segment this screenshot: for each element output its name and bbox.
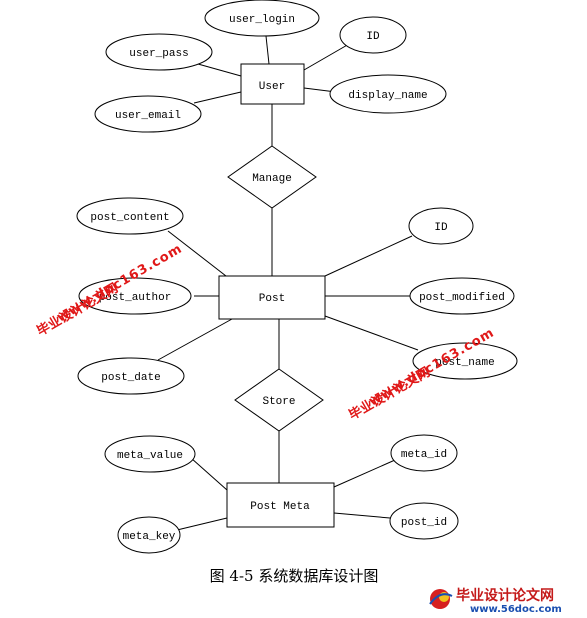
- svg-text:post_date: post_date: [101, 372, 160, 384]
- attr-meta-key: meta_key: [117, 516, 181, 554]
- attr-meta-id: meta_id: [390, 434, 458, 472]
- svg-text:post_content: post_content: [90, 212, 169, 224]
- attr-post-id-meta: post_id: [389, 502, 459, 540]
- relationship-store: Store: [234, 368, 324, 432]
- attr-post-modified: post_modified: [409, 277, 515, 315]
- svg-text:post_modified: post_modified: [419, 292, 505, 304]
- site-logo: 毕业设计论文网 www.56doc.com: [429, 587, 562, 615]
- attr-post-name: post_name: [412, 342, 518, 380]
- svg-text:Post: Post: [259, 293, 285, 305]
- svg-text:ID: ID: [434, 222, 448, 234]
- svg-text:display_name: display_name: [348, 90, 427, 102]
- svg-text:user_email: user_email: [115, 110, 181, 122]
- svg-text:User: User: [259, 81, 285, 93]
- svg-text:meta_key: meta_key: [123, 531, 176, 543]
- attr-user-pass: user_pass: [105, 33, 213, 71]
- entity-post-meta: Post Meta: [226, 482, 335, 528]
- svg-text:Store: Store: [262, 396, 295, 408]
- svg-text:post_name: post_name: [435, 357, 494, 369]
- attr-meta-value: meta_value: [104, 435, 196, 473]
- attr-user-email: user_email: [94, 95, 202, 133]
- svg-text:user_login: user_login: [229, 14, 295, 26]
- attr-post-date: post_date: [77, 357, 185, 395]
- entity-user: User: [240, 63, 305, 105]
- attr-user-id: ID: [339, 16, 407, 54]
- svg-text:meta_value: meta_value: [117, 450, 183, 462]
- entity-post: Post: [218, 275, 326, 320]
- attr-post-content: post_content: [76, 197, 184, 235]
- svg-text:meta_id: meta_id: [401, 449, 447, 461]
- site-logo-url: www.56doc.com: [470, 604, 562, 615]
- site-logo-icon: [429, 589, 453, 609]
- svg-text:Post Meta: Post Meta: [250, 501, 310, 513]
- svg-text:user_pass: user_pass: [129, 48, 188, 60]
- svg-text:ID: ID: [366, 31, 380, 43]
- relationship-manage: Manage: [227, 145, 317, 209]
- attr-user-login: user_login: [204, 0, 320, 37]
- attr-post-author: post_author: [78, 277, 192, 315]
- figure-caption: 图 4-5 系统数据库设计图: [210, 567, 379, 585]
- svg-text:post_id: post_id: [401, 517, 447, 529]
- site-logo-name: 毕业设计论文网: [456, 587, 554, 604]
- attr-display-name: display_name: [329, 74, 447, 114]
- connector-lines: [157, 35, 419, 531]
- svg-text:Manage: Manage: [252, 173, 292, 185]
- attr-post-id: ID: [408, 207, 474, 245]
- svg-text:post_author: post_author: [99, 292, 172, 304]
